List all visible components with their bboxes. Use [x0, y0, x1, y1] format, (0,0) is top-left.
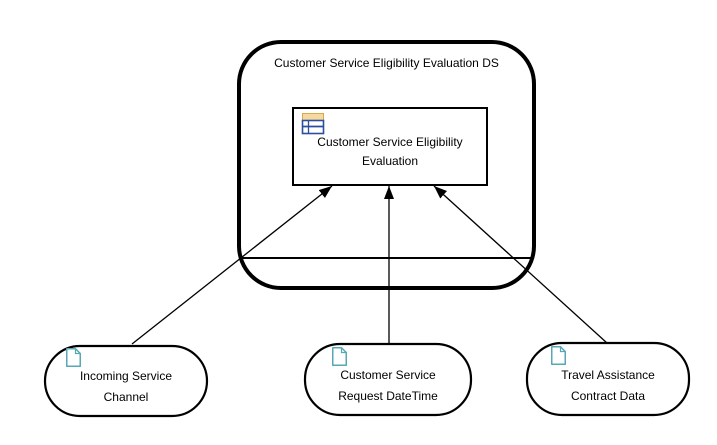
connection-travel-assistance-contract-data[interactable] [433, 185, 608, 344]
document-icon [551, 346, 566, 365]
input-data-shape-incoming-service-channel[interactable] [43, 344, 209, 418]
decision-shape[interactable] [292, 107, 488, 186]
decision-table-icon-header [302, 113, 324, 121]
connection-incoming-service-channel[interactable] [131, 185, 333, 345]
document-icon [332, 347, 347, 366]
document-icon [66, 348, 81, 367]
input-data-shape-travel-assistance-contract-data[interactable] [525, 341, 691, 417]
decision-table-icon [301, 113, 325, 135]
input-data-shape-customer-service-request-datetime[interactable] [303, 342, 473, 417]
